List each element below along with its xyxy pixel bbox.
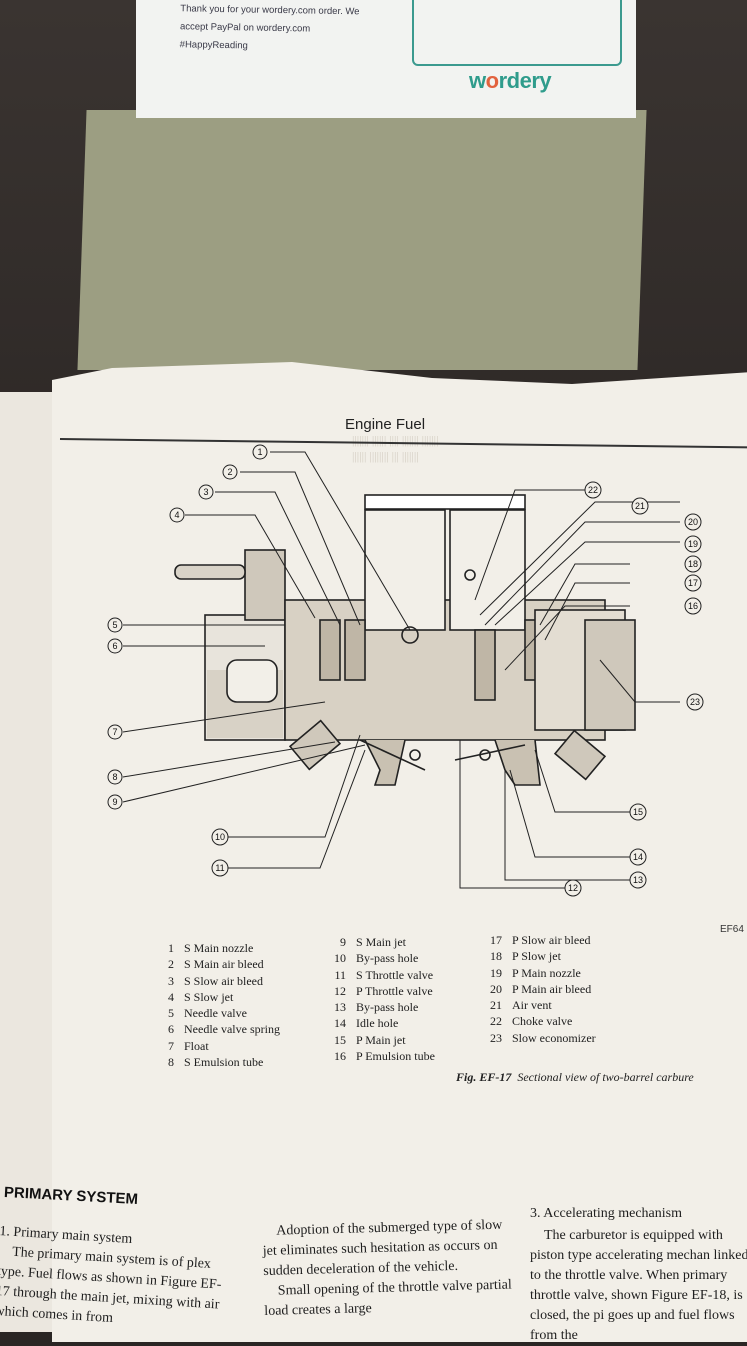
- figure-caption: Fig. EF-17 Sectional view of two-barrel …: [456, 1070, 694, 1084]
- callout-22: 22: [588, 485, 598, 495]
- callout-12: 12: [568, 883, 578, 893]
- slip-address-box: [412, 0, 622, 66]
- callout-13: 13: [633, 875, 643, 885]
- callout-17: 17: [688, 578, 698, 588]
- callout-5: 5: [112, 620, 117, 630]
- paragraph: Small opening of the throttle valve part…: [264, 1277, 512, 1319]
- callout-14: 14: [633, 852, 643, 862]
- callout-4: 4: [174, 510, 179, 520]
- callout-6: 6: [112, 641, 117, 651]
- body-column-2: Adoption of the submerged type of slow j…: [262, 1215, 515, 1322]
- callout-15: 15: [633, 807, 643, 817]
- figure-code: EF64: [720, 924, 744, 935]
- callout-11: 11: [215, 863, 224, 873]
- paragraph: The carburetor is equipped with piston t…: [530, 1228, 747, 1343]
- page-header: Engine Fuel: [345, 416, 426, 433]
- callout-18: 18: [688, 559, 698, 569]
- callout-9: 9: [112, 797, 117, 807]
- left-page-edge: [0, 392, 60, 1332]
- callout-2: 2: [227, 467, 232, 477]
- carburetor-diagram: 1 2 3 4 5 6 7 8 9 10 11 12 13 14 15 16 1…: [107, 444, 704, 897]
- callout-8: 8: [112, 772, 117, 782]
- body-column-1: 1. Primary main system The primary main …: [0, 1222, 232, 1336]
- callout-16: 16: [688, 601, 698, 611]
- callout-19: 19: [688, 539, 698, 549]
- callout-1: 1: [257, 447, 262, 457]
- callout-21: 21: [635, 501, 645, 511]
- green-paper-sheet: [77, 110, 647, 370]
- paragraph: The primary main system is of plex type.…: [0, 1244, 222, 1327]
- wordery-slip: Thank you for your wordery.com order. We…: [136, 0, 636, 118]
- subsection-heading: 3. Accelerating mechanism: [530, 1206, 682, 1221]
- wordery-logo: wordery: [469, 68, 552, 93]
- callout-3: 3: [203, 487, 208, 497]
- callout-10: 10: [215, 832, 225, 842]
- body-column-3: 3. Accelerating mechanism The carburetor…: [530, 1204, 747, 1346]
- callout-20: 20: [688, 517, 698, 527]
- callout-7: 7: [112, 727, 117, 737]
- slip-message: Thank you for your wordery.com order. We…: [179, 3, 360, 52]
- paragraph: Adoption of the submerged type of slow j…: [262, 1217, 503, 1279]
- callout-23: 23: [690, 697, 700, 707]
